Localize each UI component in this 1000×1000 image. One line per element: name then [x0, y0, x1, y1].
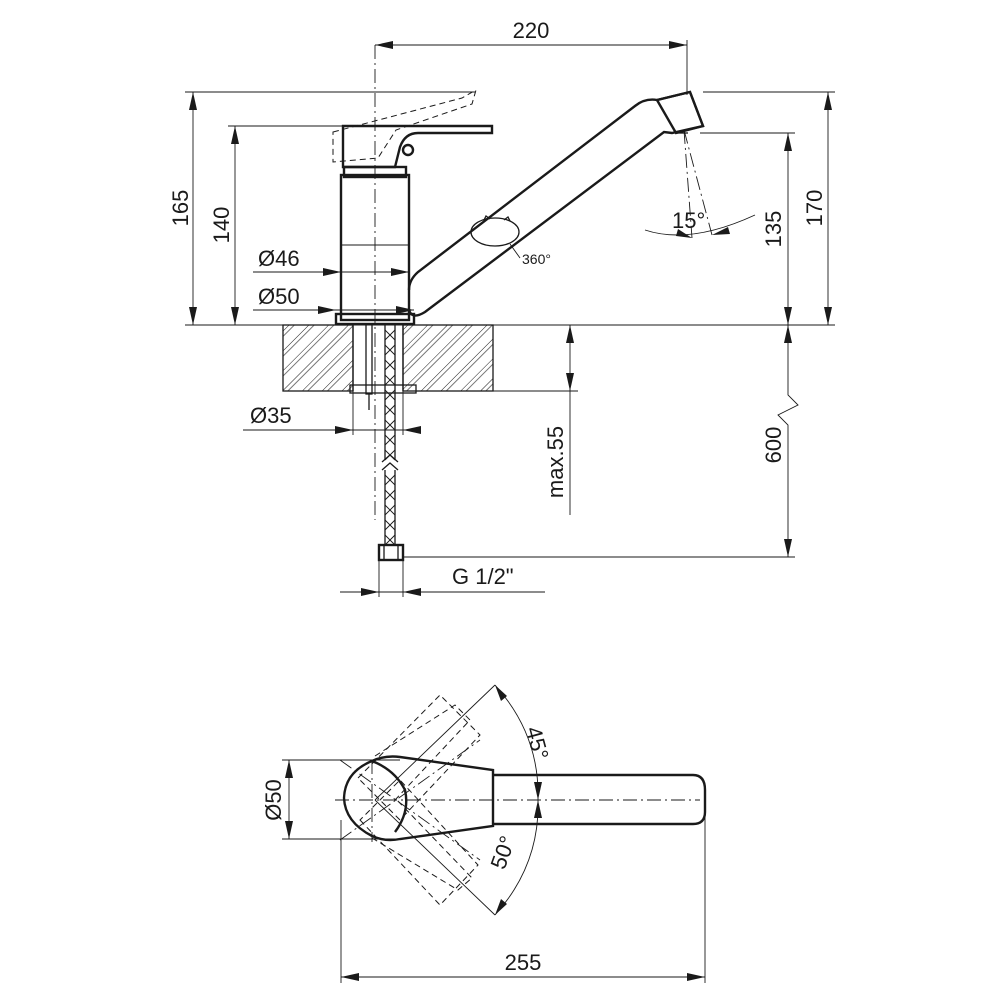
dim-mount-hole-diameter: Ø35: [250, 403, 292, 428]
countertop-section-left: [282, 324, 354, 392]
spout: [407, 90, 705, 317]
plan-lever-rotated-down: [359, 779, 479, 906]
dim-max-deck-thickness: max.55: [543, 426, 568, 498]
dim-hose-length: 600: [761, 427, 786, 464]
countertop-section-right: [402, 324, 494, 392]
dim-connection-thread: G 1/2": [452, 564, 514, 589]
plan-lever-rotated-up: [357, 694, 481, 821]
plan-spout: [493, 773, 707, 826]
dim-swivel-angle: 360°: [522, 251, 551, 267]
plan-body: [342, 755, 495, 842]
plan-view: 45° 50° Ø50 255: [261, 684, 707, 983]
dim-plan-base-diameter: Ø50: [261, 779, 286, 821]
dim-body-diameter-top: Ø46: [258, 246, 300, 271]
mounting-shank: [349, 323, 417, 562]
dim-aerator-tilt: 15°: [672, 208, 705, 233]
swivel-indicator: [470, 217, 520, 247]
lever-handle: [332, 88, 494, 169]
hose-nut: [377, 543, 405, 562]
dim-overall-height: 165: [168, 190, 193, 227]
side-view: 220 165 140 Ø46 Ø50 Ø35 360°: [168, 18, 835, 597]
dim-lever-height: 140: [209, 207, 234, 244]
dim-overall-length: 255: [505, 950, 542, 975]
dim-spout-outlet-height: 135: [761, 211, 786, 248]
dim-spout-reach: 220: [513, 18, 550, 43]
dim-lever-rotation-down: 50°: [486, 833, 521, 873]
dim-body-diameter-base: Ø50: [258, 284, 300, 309]
dim-spout-top-height: 170: [802, 190, 827, 227]
dim-lever-rotation-up: 45°: [521, 724, 554, 763]
